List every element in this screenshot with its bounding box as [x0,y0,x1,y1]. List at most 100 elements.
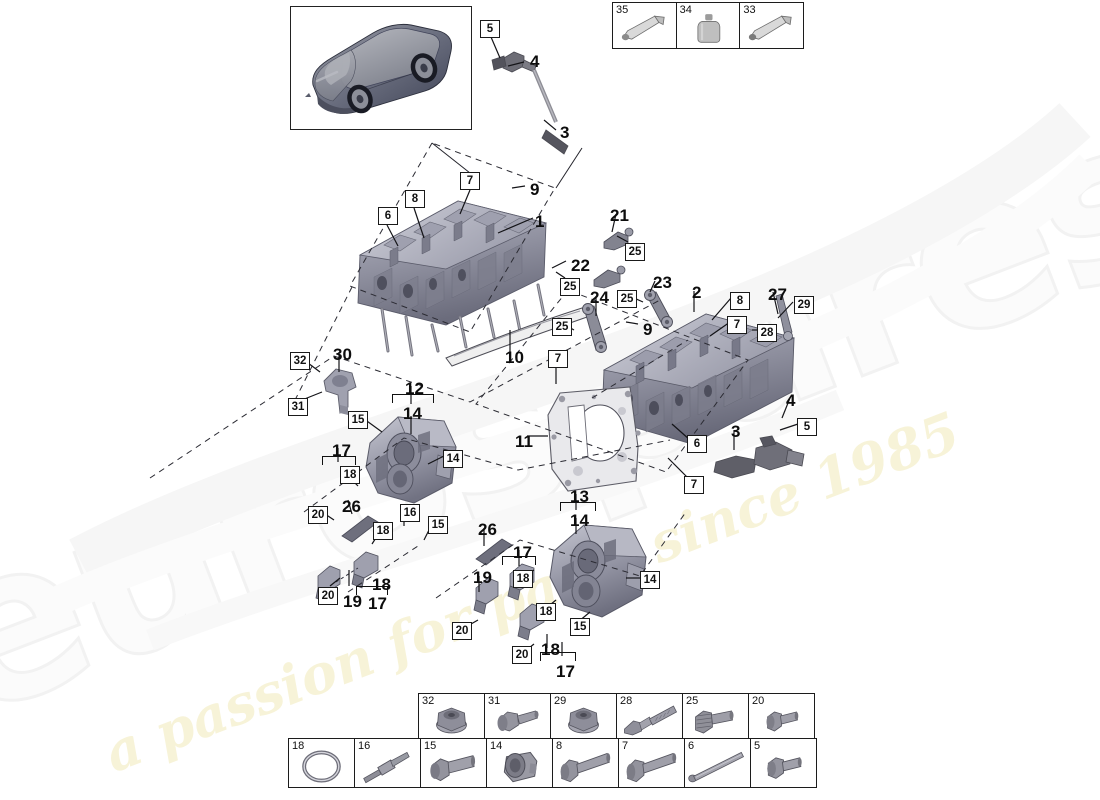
callout-bracket-21[interactable]: 21 [610,206,629,225]
legend-item-number: 14 [490,740,503,752]
legend-top-cell[interactable]: 33 [740,3,803,48]
callout-tpms-sensor-4[interactable]: 4 [786,391,796,410]
dowel-pin-icon [355,748,420,785]
bracket-17-18-lowerright [540,652,576,661]
callout-tensioner-rail-17[interactable]: 17 [556,662,575,681]
callout-cylinder-head-gasket-11[interactable]: 11 [515,432,533,451]
callout-short-bolt-20[interactable]: 20 [512,646,532,664]
callout-mount-bracket-30[interactable]: 30 [333,345,352,364]
sealant-tube-icon [621,15,665,41]
callout-o-ring-18[interactable]: 18 [513,570,533,588]
callout-pan-head-bolt-15[interactable]: 15 [348,411,368,429]
legend-cell-14[interactable]: 14 [487,739,553,787]
legend-cell-7[interactable]: 7 [619,739,685,787]
callout-tensioner-rail-17[interactable]: 17 [368,594,387,613]
callout-camshaft-housing-13[interactable]: 13 [570,487,589,506]
callout-cylinder-head-bolt-7[interactable]: 7 [548,350,568,368]
legend-item-number: 7 [622,740,629,752]
callout-cylinder-head-bolt-7[interactable]: 7 [727,316,747,334]
legend-item-number: 28 [620,695,633,707]
legend-cell-28[interactable]: 28 [617,694,683,739]
long-stud-bolt-icon [617,703,682,737]
callout-ribbed-flange-bolt-25[interactable]: 25 [617,290,637,308]
legend-item-number: 33 [743,4,756,16]
callout-chain-damper-19[interactable]: 19 [473,568,492,587]
callout-tensioner-rail-17[interactable]: 17 [513,543,532,562]
legend-cell-8[interactable]: 8 [553,739,619,787]
callout-pan-head-bolt-15[interactable]: 15 [570,618,590,636]
legend-item-number: 25 [686,695,699,707]
legend-cell-15[interactable]: 15 [421,739,487,787]
callout-short-bolt-20[interactable]: 20 [452,622,472,640]
callout-bearing-bush-14[interactable]: 14 [403,404,422,423]
legend-top-cell[interactable]: 34 [677,3,741,48]
callout-long-thin-bolt-6[interactable]: 6 [687,435,707,453]
legend-cell-5[interactable]: 5 [751,739,816,787]
legend-bottom-row-1: 32 31 29 28 25 20 [418,693,815,739]
callout-short-bolt-20[interactable]: 20 [308,506,328,524]
callout-cylinder-head-bolt-8[interactable]: 8 [405,190,425,208]
callout-bearing-bush-14[interactable]: 14 [640,571,660,589]
callout-valve-extension-3[interactable]: 3 [560,123,570,142]
legend-cell-25[interactable]: 25 [683,694,749,739]
callout-o-ring-18[interactable]: 18 [372,575,391,594]
callout-ribbed-flange-bolt-25[interactable]: 25 [625,243,645,261]
callout-dipstick-tube-27[interactable]: 27 [768,285,787,304]
legend-cell-16[interactable]: 16 [355,739,421,787]
legend-item-number: 31 [488,695,501,707]
legend-cell-29[interactable]: 29 [551,694,617,739]
callout-cylinder-head-bolt-8[interactable]: 8 [730,292,750,310]
callout-ribbed-flange-bolt-25[interactable]: 25 [552,318,572,336]
callout-gasket-seal-10[interactable]: 10 [505,348,524,367]
callout-lifting-eye-24[interactable]: 24 [590,288,609,307]
legend-cell-20[interactable]: 20 [749,694,814,739]
legend-cell-6[interactable]: 6 [685,739,751,787]
vehicle-illustration [305,23,452,114]
callout-valve-extension-3[interactable]: 3 [731,422,741,441]
legend-item-number: 34 [679,4,692,16]
callout-o-ring-18[interactable]: 18 [373,522,393,540]
callout-bearing-bush-14[interactable]: 14 [443,450,463,468]
callout-ribbed-flange-bolt-25[interactable]: 25 [560,278,580,296]
hex-bolt-icon [553,748,618,785]
callout-cylinder-head-left-1[interactable]: 1 [535,212,545,231]
legend-item-number: 29 [554,695,567,707]
callout-dowel-pin-16[interactable]: 16 [400,504,420,522]
callout-tpms-sensor-screw-5[interactable]: 5 [480,20,500,38]
legend-top-cell[interactable]: 35 [613,3,677,48]
callout-cylinder-head-bolt-7[interactable]: 7 [684,476,704,494]
legend-cell-31[interactable]: 31 [485,694,551,739]
callout-tpms-sensor-screw-5[interactable]: 5 [797,418,817,436]
legend-cell-18[interactable]: 18 [289,739,355,787]
legend-item-number: 6 [688,740,695,752]
legend-item-number: 20 [752,695,765,707]
callout-o-ring-18[interactable]: 18 [340,466,360,484]
callout-tpms-sensor-4[interactable]: 4 [530,52,540,71]
callout-short-bolt-20[interactable]: 20 [318,587,338,605]
callout-hex-flange-bolt-31[interactable]: 31 [288,398,308,416]
callout-lifting-eye-22[interactable]: 22 [571,256,590,275]
callout-guide-rail-26[interactable]: 26 [342,497,361,516]
callout-o-ring-18[interactable]: 18 [541,640,560,659]
callout-cylinder-head-bolt-7[interactable]: 7 [460,172,480,190]
callout-long-thin-bolt-6[interactable]: 6 [378,207,398,225]
callout-flange-nut-32[interactable]: 32 [290,352,310,370]
callout-chain-damper-19[interactable]: 19 [343,592,362,611]
callout-flange-nut-29[interactable]: 29 [794,296,814,314]
callout-o-ring-18[interactable]: 18 [536,603,556,621]
callout-lifting-eye-23[interactable]: 23 [653,273,672,292]
callout-guide-rail-26[interactable]: 26 [478,520,497,539]
callout-cylinder-head-right-2[interactable]: 2 [692,283,702,302]
callout-pan-head-bolt-15[interactable]: 15 [428,516,448,534]
callout-sealing-plug-9[interactable]: 9 [643,320,653,339]
callout-tensioner-rail-17[interactable]: 17 [332,441,351,460]
callout-bearing-bush-14[interactable]: 14 [570,511,589,530]
legend-item-number: 5 [754,740,761,752]
callout-sealing-plug-9[interactable]: 9 [530,180,540,199]
callout-camshaft-housing-12[interactable]: 12 [405,379,424,398]
legend-cell-32[interactable]: 32 [419,694,485,739]
callout-long-stud-bolt-28[interactable]: 28 [757,324,777,342]
legend-item-number: 32 [422,695,435,707]
